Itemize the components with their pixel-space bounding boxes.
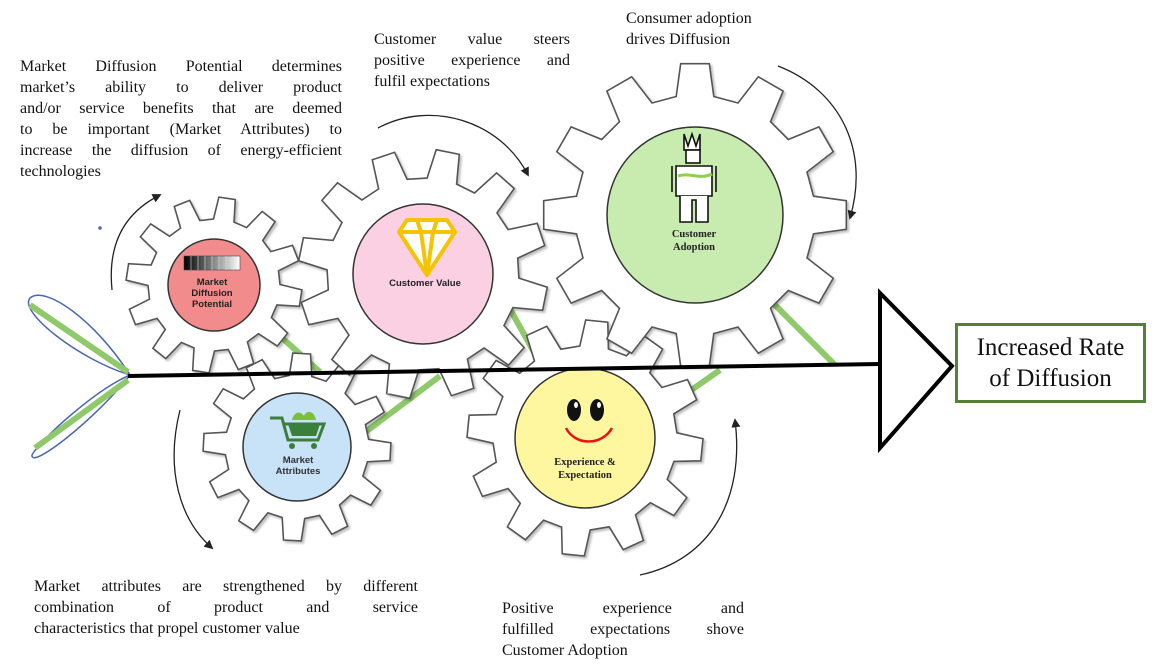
arrow-experience xyxy=(639,418,741,576)
spine-line xyxy=(127,362,881,378)
label-customer-adoption: Customer Adoption xyxy=(671,229,717,253)
note-customer-value: Customer value steers positive experienc… xyxy=(374,31,570,90)
note-customer-adoption: Consumer adoption drives Diffusion xyxy=(626,10,752,48)
blue-dot xyxy=(98,226,102,230)
shopping-cart-icon xyxy=(270,411,327,449)
curved-arrows xyxy=(110,65,857,576)
result-line-1: Increased Rate xyxy=(976,334,1125,361)
result-line-2: of Diffusion xyxy=(989,365,1112,392)
person-icon xyxy=(671,131,717,223)
arrow-market-attributes xyxy=(173,409,214,550)
result-box: Increased Rate of Diffusion xyxy=(955,323,1146,403)
spine-arrowhead xyxy=(878,288,955,454)
gear-layer xyxy=(125,62,848,557)
label-customer-value: Customer Value xyxy=(389,278,461,289)
gear-experience xyxy=(466,319,704,557)
gear-market-attributes xyxy=(202,352,392,542)
gear-customer-value xyxy=(297,148,549,400)
label-market-attributes: Market Attributes xyxy=(275,455,321,477)
arrow-market-diffusion xyxy=(110,194,162,291)
gear-hub-customer-value xyxy=(352,203,494,345)
gear-customer-adoption xyxy=(542,62,848,368)
bone-customer-adoption xyxy=(767,297,838,368)
smiley-icon xyxy=(564,399,614,443)
note-experience: Positive experience and fulfilled expect… xyxy=(502,600,744,659)
gear-hub-customer-adoption xyxy=(606,126,784,304)
note-market-attributes: Market attributes are strengthened by di… xyxy=(34,578,418,637)
label-market-diffusion: Market Diffusion Potential xyxy=(191,277,233,310)
gradient-bar-icon xyxy=(183,255,241,271)
diamond-icon xyxy=(397,218,457,277)
note-market-diffusion: Market Diffusion Potential determines ma… xyxy=(20,58,342,180)
label-experience: Experience & Expectation xyxy=(554,457,616,481)
bone-market-attributes xyxy=(353,373,442,443)
gear-hub-experience xyxy=(514,367,656,509)
arrow-customer-adoption xyxy=(777,65,857,220)
gear-hub-market-attributes xyxy=(242,392,352,502)
fish-tail xyxy=(27,294,132,459)
arrow-customer-value xyxy=(377,114,529,177)
